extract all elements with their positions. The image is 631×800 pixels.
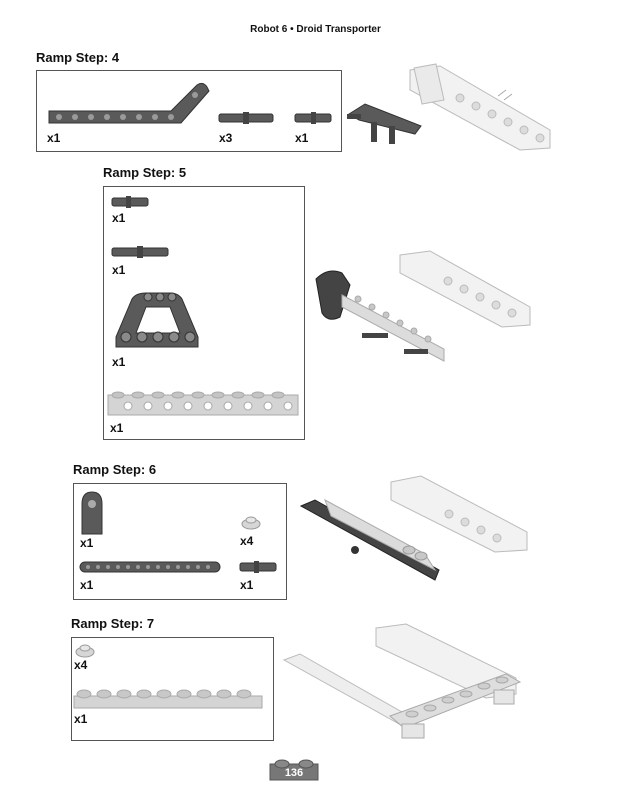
round-plate-part bbox=[75, 644, 95, 658]
long-plate-part bbox=[73, 689, 263, 709]
axle-pin-part bbox=[239, 561, 277, 573]
step-4-qty-liftarm: x1 bbox=[47, 131, 61, 145]
step-5-subassembly-image bbox=[315, 270, 445, 362]
step-7-parts-box: x4 x1 bbox=[71, 637, 274, 741]
step-6-title: Ramp Step: 6 bbox=[73, 462, 157, 477]
axle-pin-part bbox=[111, 196, 149, 208]
step-4-qty-pin: x3 bbox=[219, 131, 233, 145]
step-6-qty-joiner: x1 bbox=[80, 536, 94, 550]
step-6-qty-round-plate: x4 bbox=[240, 534, 254, 548]
step-5-qty-frame: x1 bbox=[112, 355, 126, 369]
connector-pin-part bbox=[218, 112, 274, 124]
step-5-qty-axle-pin: x1 bbox=[112, 211, 126, 225]
round-plate-part bbox=[241, 516, 261, 530]
step-4-qty-axle-pin: x1 bbox=[295, 131, 309, 145]
axle-pin-part bbox=[294, 112, 332, 124]
bent-liftarm-part bbox=[48, 82, 210, 124]
step-4-subassembly-image bbox=[347, 103, 422, 144]
step-7-qty-plate: x1 bbox=[74, 712, 88, 726]
connector-pin-part bbox=[111, 246, 169, 258]
step-6-qty-beam: x1 bbox=[80, 578, 94, 592]
step-5-qty-pin: x1 bbox=[112, 263, 126, 277]
long-beam-part bbox=[79, 561, 221, 573]
step-5-assembly-image bbox=[399, 250, 531, 328]
pin-joiner-part bbox=[81, 491, 103, 535]
step-6-qty-axle-pin: x1 bbox=[240, 578, 254, 592]
page-number-brick-icon bbox=[269, 759, 319, 781]
page-header-title: Robot 6 • Droid Transporter bbox=[250, 24, 381, 35]
step-4-parts-box: x1 x3 x1 bbox=[36, 70, 342, 152]
step-7-qty-round-plate: x4 bbox=[74, 658, 88, 672]
step-5-qty-brick: x1 bbox=[110, 421, 124, 435]
step-5-title: Ramp Step: 5 bbox=[103, 165, 187, 180]
step-6-assembly-image bbox=[299, 475, 528, 581]
technic-brick-part bbox=[107, 391, 299, 416]
step-4-assembly-image bbox=[409, 63, 551, 151]
page-number: 136 bbox=[284, 767, 304, 779]
step-6-parts-box: x1 x4 x1 x1 bbox=[73, 483, 287, 600]
step-5-parts-box: x1 x1 x1 x1 bbox=[103, 186, 305, 440]
step-7-assembly-image bbox=[282, 623, 522, 739]
triangle-frame-part bbox=[115, 292, 199, 348]
step-7-title: Ramp Step: 7 bbox=[71, 616, 155, 631]
step-4-title: Ramp Step: 4 bbox=[36, 50, 120, 65]
